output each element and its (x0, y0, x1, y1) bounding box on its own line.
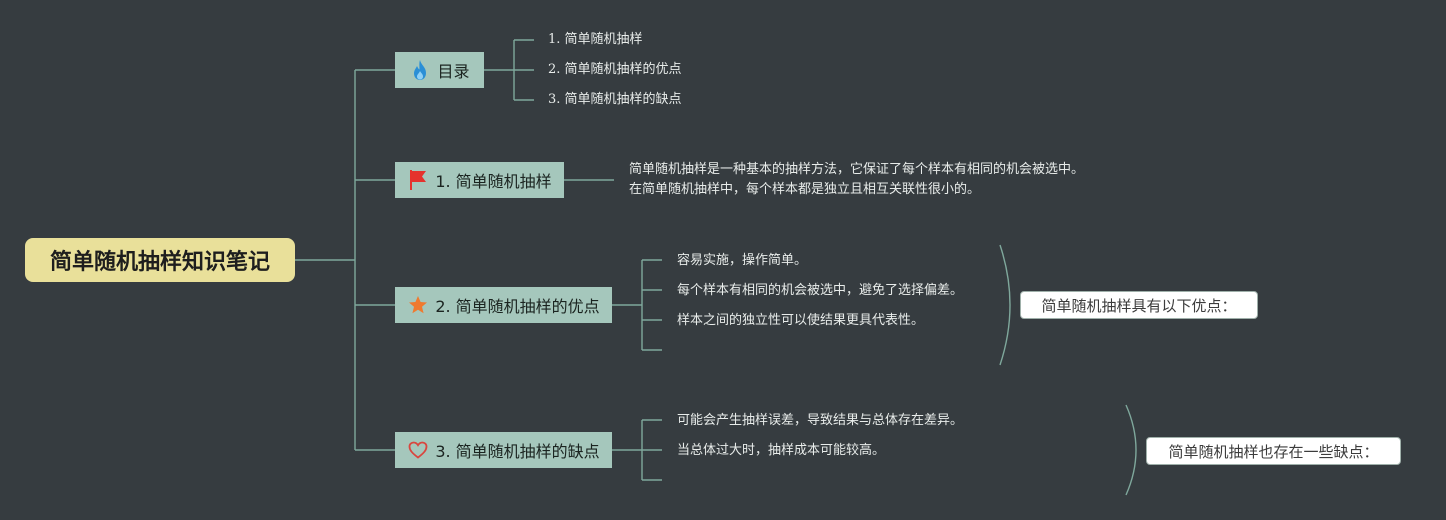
root-topic[interactable]: 简单随机抽样知识笔记 (25, 238, 295, 282)
advantage-item-3[interactable]: 样本之间的独立性可以使结果更具代表性。 (677, 313, 925, 328)
brace-advantages (999, 244, 1011, 366)
root-topic-label: 简单随机抽样知识笔记 (49, 250, 270, 275)
disadvantage-item-2[interactable]: 当总体过大时，抽样成本可能较高。 (677, 443, 886, 458)
disadvantages-summary[interactable]: 简单随机抽样也存在一些缺点： (1146, 437, 1401, 465)
topic-definition-label: 1. 简单随机抽样 (435, 172, 552, 191)
advantages-summary[interactable]: 简单随机抽样具有以下优点： (1020, 291, 1258, 319)
fire-icon (409, 59, 431, 81)
advantage-item-2[interactable]: 每个样本有相同的机会被选中，避免了选择偏差。 (677, 283, 964, 298)
connector-toc-children (484, 39, 534, 101)
connector-disadvantages-children (612, 419, 662, 481)
topic-advantages-label: 2. 简单随机抽样的优点 (435, 297, 600, 316)
brace-disadvantages (1125, 404, 1137, 496)
star-icon (407, 294, 429, 316)
definition-text-line-2[interactable]: 在简单随机抽样中，每个样本都是独立且相互关联性很小的。 (629, 182, 981, 197)
heart-icon (407, 439, 429, 461)
disadvantages-summary-label: 简单随机抽样也存在一些缺点： (1168, 442, 1379, 461)
toc-item-3[interactable]: 3. 简单随机抽样的缺点 (548, 92, 682, 107)
topic-advantages[interactable]: 2. 简单随机抽样的优点 (395, 287, 612, 323)
connector-advantages-children (612, 259, 662, 351)
toc-item-1[interactable]: 1. 简单随机抽样 (548, 32, 643, 47)
advantages-summary-label: 简单随机抽样具有以下优点： (1041, 296, 1237, 315)
topic-disadvantages[interactable]: 3. 简单随机抽样的缺点 (395, 432, 612, 468)
advantage-item-1[interactable]: 容易实施，操作简单。 (677, 253, 808, 268)
definition-text-line-1[interactable]: 简单随机抽样是一种基本的抽样方法，它保证了每个样本有相同的机会被选中。 (629, 162, 1085, 177)
topic-disadvantages-label: 3. 简单随机抽样的缺点 (435, 442, 600, 461)
flag-icon (407, 169, 429, 191)
topic-toc[interactable]: 目录 (395, 52, 484, 88)
disadvantage-item-1[interactable]: 可能会产生抽样误差，导致结果与总体存在差异。 (677, 413, 964, 428)
toc-item-2[interactable]: 2. 简单随机抽样的优点 (548, 62, 682, 77)
topic-toc-label: 目录 (437, 62, 470, 81)
topic-definition[interactable]: 1. 简单随机抽样 (395, 162, 564, 198)
